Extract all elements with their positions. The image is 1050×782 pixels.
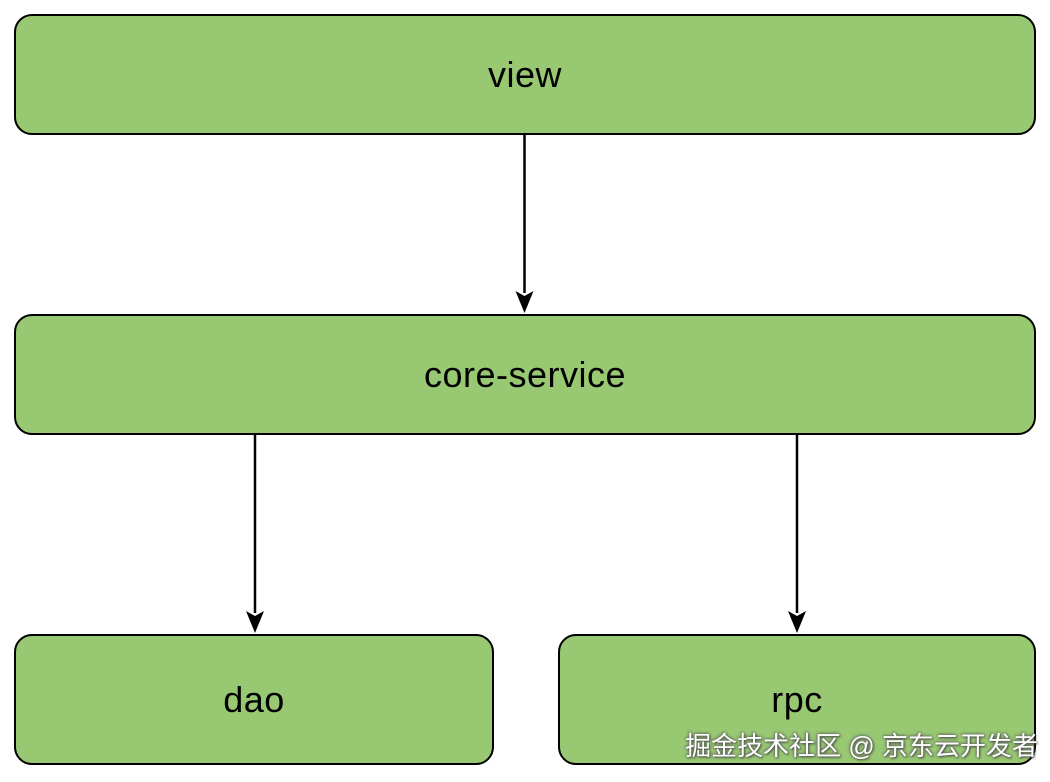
node-dao-label: dao [223, 678, 285, 720]
edge-core-service-to-rpc [788, 435, 806, 633]
node-view-label: view [487, 53, 563, 95]
node-view: view [14, 14, 1036, 135]
arrowhead-down-icon [246, 611, 264, 633]
node-core-service-label: core-service [423, 353, 627, 395]
node-core-service: core-service [14, 314, 1036, 435]
node-rpc-label: rpc [771, 678, 823, 720]
arrowhead-down-icon [788, 611, 806, 633]
edge-core-service-to-dao [246, 435, 264, 633]
edge-view-to-core-service [515, 135, 534, 313]
watermark: 掘金技术社区 @ 京东云开发者 [685, 730, 1038, 761]
arrowhead-down-icon [515, 291, 534, 313]
node-rpc: rpc [558, 634, 1036, 765]
node-dao: dao [14, 634, 494, 765]
